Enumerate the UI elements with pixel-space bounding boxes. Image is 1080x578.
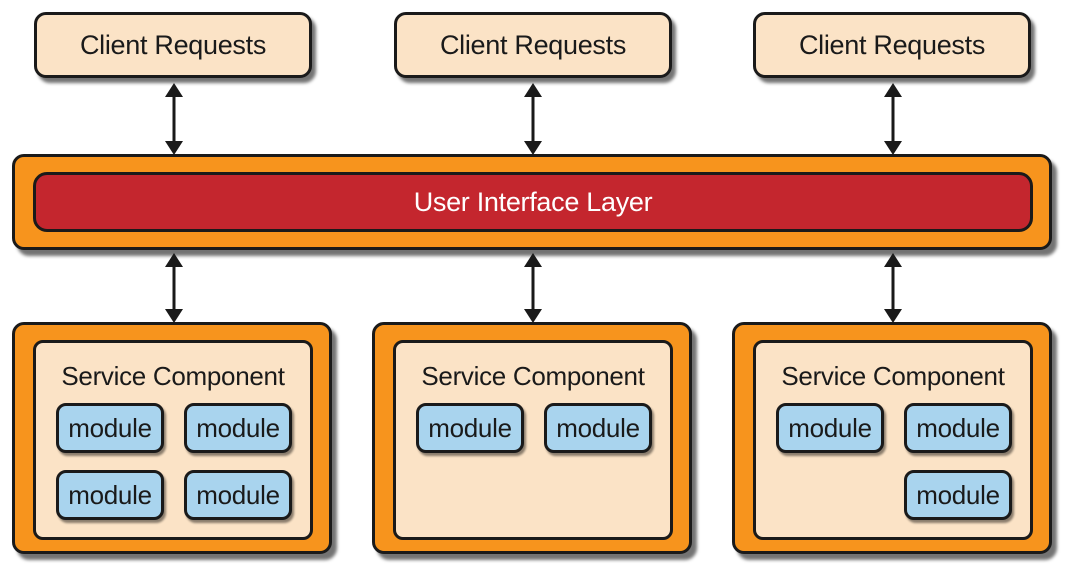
- service-component-1: Service Component module module module m…: [33, 340, 313, 540]
- service-component-title: Service Component: [781, 361, 1005, 391]
- client-requests-box-3: Client Requests: [753, 12, 1031, 78]
- module-box: module: [904, 403, 1012, 453]
- module-box: module: [56, 470, 164, 520]
- service-component-container-3: Service Component module module module: [732, 322, 1052, 554]
- module-box: module: [776, 403, 884, 453]
- service-component-2: Service Component module module: [393, 340, 673, 540]
- client-requests-box-2: Client Requests: [394, 12, 672, 78]
- user-interface-layer-label: User Interface Layer: [413, 186, 653, 217]
- service-component-container-2: Service Component module module: [372, 322, 692, 554]
- bidirectional-arrow-bottom-1: [165, 253, 183, 323]
- module-box: module: [544, 403, 652, 453]
- module-box: module: [904, 470, 1012, 520]
- service-component-container-1: Service Component module module module m…: [12, 322, 332, 554]
- module-box: module: [184, 403, 292, 453]
- client-requests-label: Client Requests: [79, 29, 267, 60]
- module-box: module: [416, 403, 524, 453]
- bidirectional-arrow-bottom-2: [524, 253, 542, 323]
- client-requests-label: Client Requests: [798, 29, 986, 60]
- module-box: module: [184, 470, 292, 520]
- service-component-title: Service Component: [421, 361, 645, 391]
- bidirectional-arrow-top-2: [524, 83, 542, 155]
- module-box: module: [56, 403, 164, 453]
- service-component-title: Service Component: [61, 361, 285, 391]
- bidirectional-arrow-top-3: [884, 83, 902, 155]
- client-requests-label: Client Requests: [439, 29, 627, 60]
- user-interface-layer: User Interface Layer: [33, 172, 1033, 232]
- bidirectional-arrow-bottom-3: [884, 253, 902, 323]
- service-component-3: Service Component module module module: [753, 340, 1033, 540]
- user-interface-layer-container: User Interface Layer: [12, 154, 1052, 250]
- bidirectional-arrow-top-1: [165, 83, 183, 155]
- client-requests-box-1: Client Requests: [34, 12, 312, 78]
